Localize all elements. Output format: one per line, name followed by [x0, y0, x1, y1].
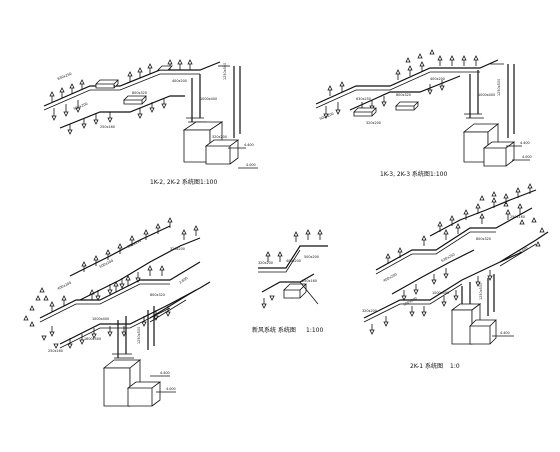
label-d2-c: 800x320: [396, 93, 411, 97]
label-d5-f: 320x200: [362, 309, 377, 313]
label-d3-a: 400x200: [57, 281, 72, 291]
fresh-air-unit: [283, 283, 307, 299]
label-d5-j: 3.800: [518, 246, 528, 255]
ahu-3: [102, 359, 162, 407]
label-d1-f: 320x200: [212, 135, 227, 139]
label-d5-b: 500x200: [403, 296, 418, 307]
diffuser-group-1: [49, 59, 193, 135]
silencer-units-2: [353, 101, 419, 117]
ahu-5: [450, 303, 497, 345]
label-d1-d: 400x200: [172, 79, 187, 83]
label-d4-d: 250x160: [302, 279, 317, 283]
label-d1-h: 4.000: [246, 163, 256, 167]
label-d3-f: 1600x500: [84, 337, 101, 341]
label-d2-h: 1250x500: [497, 79, 501, 96]
scale-d2: 1:100: [430, 171, 447, 178]
label-d4-a: 320x200: [258, 261, 273, 265]
label-d3-j: 4.000: [166, 387, 176, 391]
label-d2-a: 500x200: [319, 112, 334, 121]
label-d5-e: 1000x400: [432, 291, 449, 295]
caption-d4: 新风系统 系统图: [252, 326, 296, 334]
label-d5-a: 400x200: [383, 272, 398, 283]
label-d5-i: 1250x500: [479, 283, 483, 300]
diffuser-group-3: [23, 217, 199, 349]
caption-d5: 2K-1 系统图: [410, 362, 443, 370]
scale-d5: 1:0: [450, 363, 460, 370]
label-d1-e: 1000x400: [200, 97, 217, 101]
label-d4-b: 400x200: [286, 259, 301, 263]
label-d5-g: 250x160: [510, 215, 525, 219]
ahu-2: [462, 123, 516, 167]
label-d5-h: 4.400: [500, 331, 510, 335]
label-d2-i: 320x200: [366, 121, 381, 125]
caption-d2: 1K-3, 2K-3 系统图: [380, 170, 430, 178]
diagram-2k1: 400x200 500x200 630x250 800x320 1000x400…: [362, 183, 549, 370]
label-d4-c: 500x200: [304, 255, 319, 259]
label-d2-g: 4.000: [522, 155, 532, 159]
diagram-large-left: 400x200 500x200 630x250 800x320 1000x400…: [23, 217, 211, 407]
scale-d1: 1:100: [200, 179, 217, 186]
label-d3-d: 800x320: [150, 293, 165, 297]
label-d3-k: 1250x500: [137, 327, 141, 344]
label-d1-i: 1250x500: [223, 63, 227, 80]
label-d3-c: 630x250: [127, 239, 142, 249]
label-d1-a: 630x250: [57, 72, 72, 81]
label-d2-b: 630x250: [356, 97, 371, 101]
label-d3-g: 320x200: [170, 247, 185, 251]
label-d3-b: 500x200: [99, 259, 114, 269]
label-d2-f: 4.400: [520, 141, 530, 145]
label-d1-j: 250x160: [100, 125, 115, 129]
label-d5-c: 630x250: [441, 252, 456, 263]
diagram-1k2-2k2: 630x250 500x200 800x320 400x200 1000x400…: [43, 59, 258, 186]
label-d3-l: 3.800: [178, 276, 188, 285]
label-d1-b: 500x200: [73, 102, 88, 111]
ahu-1: [182, 121, 240, 165]
label-d5-d: 800x320: [476, 237, 491, 241]
diffuser-group-5: [369, 183, 545, 335]
label-d3-i: 4.400: [160, 371, 170, 375]
label-d1-g: 4.400: [244, 143, 254, 147]
silencer-units-1: [95, 65, 173, 105]
scale-d4: 1:100: [306, 327, 323, 334]
label-d3-e: 1000x400: [92, 317, 109, 321]
label-d2-e: 1000x400: [478, 93, 495, 97]
diagram-fresh-air: 320x200 400x200 500x200 250x160 新风系统 系统图…: [252, 229, 328, 334]
label-d3-h: 250x160: [48, 349, 63, 353]
diagram-1k3-2k3: 500x200 630x250 800x320 400x200 1000x400…: [315, 49, 532, 178]
label-d2-d: 400x200: [430, 77, 445, 81]
caption-d1: 1K-2, 2K-2 系统图: [150, 178, 200, 186]
label-d1-c: 800x320: [132, 91, 147, 95]
